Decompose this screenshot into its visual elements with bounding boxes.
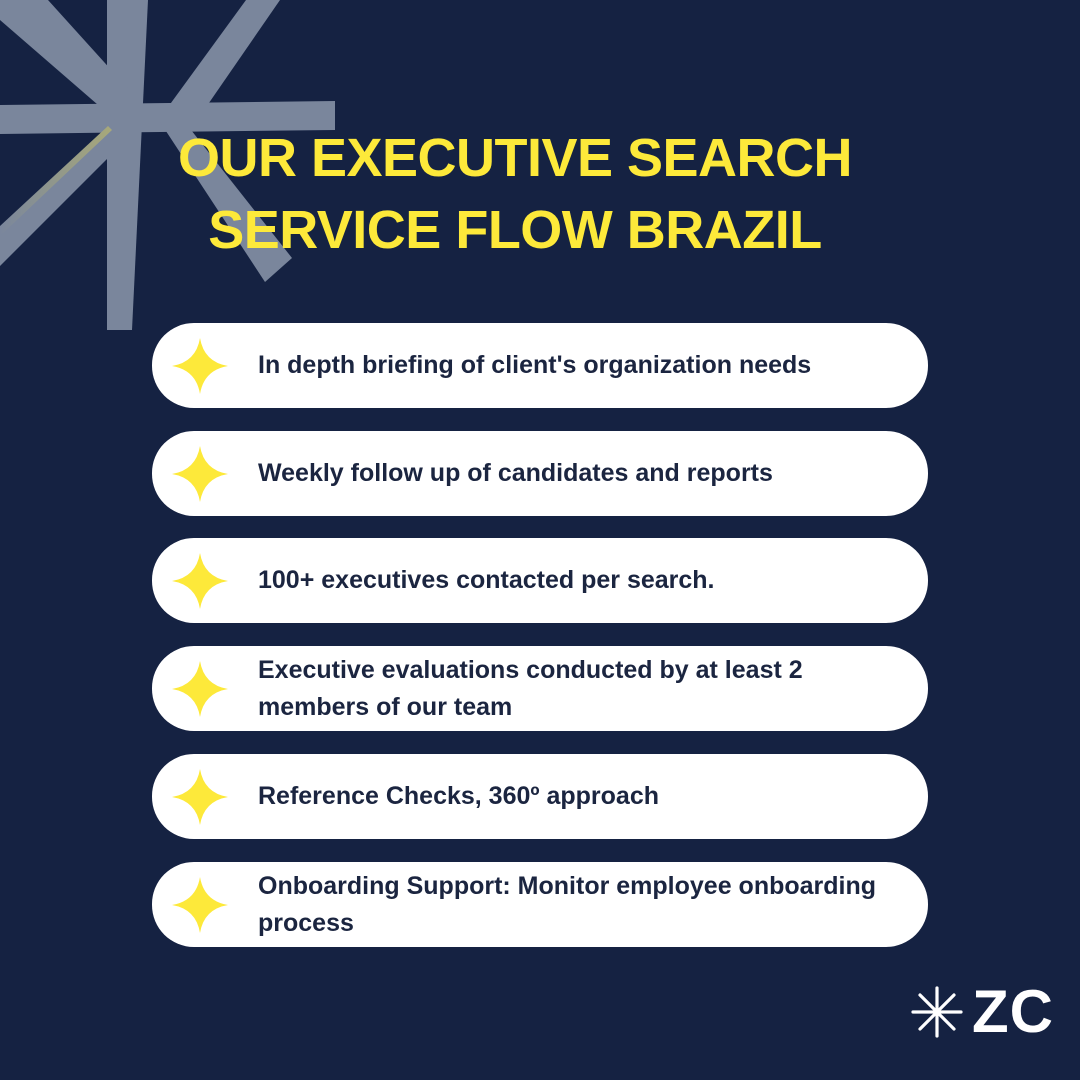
service-step-card: In depth briefing of client's organizati… <box>152 323 928 408</box>
title-line-1: OUR EXECUTIVE SEARCH <box>177 128 853 188</box>
service-step-text: Onboarding Support: Monitor employee onb… <box>258 871 877 937</box>
service-step-card: Onboarding Support: Monitor employee onb… <box>152 862 928 947</box>
brand-logo: ZC <box>908 978 1054 1045</box>
service-step-text: Weekly follow up of candidates and repor… <box>258 459 773 487</box>
service-step-card: Weekly follow up of candidates and repor… <box>152 431 928 516</box>
page-title: OUR EXECUTIVE SEARCH SERVICE FLOW BRAZIL <box>0 122 1030 266</box>
title-line-2: SERVICE FLOW BRAZIL <box>208 200 822 260</box>
asterisk-logo-icon <box>911 986 963 1038</box>
sparkle-icon <box>172 338 228 394</box>
service-step-card: 100+ executives contacted per search. <box>152 538 928 623</box>
service-step-text: In depth briefing of client's organizati… <box>258 351 812 379</box>
service-step-text: 100+ executives contacted per search. <box>258 566 715 594</box>
service-step-card: Reference Checks, 360º approach <box>152 754 928 839</box>
service-step-text: Reference Checks, 360º approach <box>258 782 659 810</box>
sparkle-icon <box>172 661 228 717</box>
service-step-card: Executive evaluations conducted by at le… <box>152 646 928 731</box>
service-step-text: Executive evaluations conducted by at le… <box>258 655 803 721</box>
sparkle-icon <box>172 446 228 502</box>
sparkle-icon <box>172 877 228 933</box>
sparkle-icon <box>172 769 228 825</box>
logo-text: ZC <box>972 978 1054 1045</box>
sparkle-icon <box>172 553 228 609</box>
